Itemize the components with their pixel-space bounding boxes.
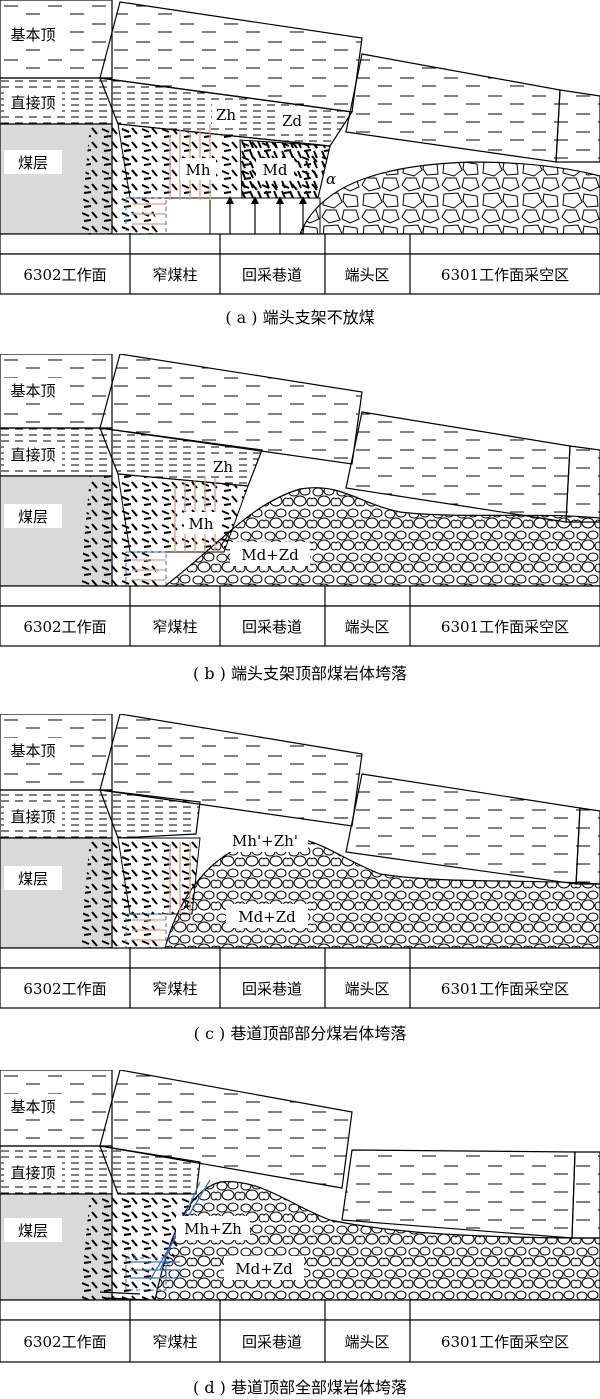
zone-narrow-pillar: 窄煤柱	[152, 980, 197, 998]
zone-end-area: 端头区	[344, 1333, 389, 1351]
zone-6302-face: 6302工作面	[23, 266, 106, 284]
main-roof-label: 基本顶	[10, 1098, 55, 1116]
immediate-roof-label: 直接顶	[10, 446, 55, 464]
annotation-zh: Zh	[213, 458, 233, 476]
zone-narrow-pillar: 窄煤柱	[152, 266, 197, 284]
annotation-mh: Mh	[188, 515, 213, 533]
zone-narrow-pillar: 窄煤柱	[152, 618, 197, 636]
caption-b: ( b ) 端头支架顶部煤岩体垮落	[193, 664, 407, 683]
zone-end-area: 端头区	[344, 980, 389, 998]
zone-6302-face: 6302工作面	[23, 980, 106, 998]
zone-roadway: 回采巷道	[242, 266, 302, 284]
immediate-roof-label: 直接顶	[10, 94, 55, 112]
immediate-roof-label: 直接顶	[10, 808, 55, 826]
annotation-alpha: α	[326, 170, 336, 188]
zone-end-area: 端头区	[344, 618, 389, 636]
zone-end-area: 端头区	[344, 266, 389, 284]
coal-seam-label: 煤层	[18, 508, 48, 526]
zone-roadway: 回采巷道	[242, 980, 302, 998]
immediate-roof-label: 直接顶	[10, 1164, 55, 1182]
main-roof-label: 基本顶	[10, 26, 55, 44]
caption-d: ( d ) 巷道顶部全部煤岩体垮落	[193, 1378, 407, 1397]
panel-c: 基本顶 直接顶 煤层 Mh'+Zh' Md+Zd 6302工作面 窄煤柱 回采巷…	[0, 714, 600, 1009]
annotation-md-zd: Md+Zd	[241, 546, 299, 564]
zone-roadway: 回采巷道	[242, 618, 302, 636]
coal-seam-label: 煤层	[18, 870, 48, 888]
zone-6301-goaf: 6301工作面采空区	[441, 618, 569, 636]
panel-d: 基本顶 直接顶 煤层 Mh+Zh Md+Zd 6302工作面 窄煤柱 回采巷道 …	[0, 1070, 600, 1363]
zone-6301-goaf: 6301工作面采空区	[441, 1333, 569, 1351]
zone-roadway: 回采巷道	[242, 1333, 302, 1351]
annotation-md-zd: Md+Zd	[235, 1260, 293, 1278]
main-roof-label: 基本顶	[10, 382, 55, 400]
annotation-mh-zh: Mh+Zh	[184, 1220, 242, 1238]
zone-6302-face: 6302工作面	[23, 1333, 106, 1351]
caption-c: ( c ) 巷道顶部部分煤岩体垮落	[193, 1024, 407, 1043]
panel-b: 基本顶 直接顶 煤层 Zh Mh Md+Zd 6302工作面 窄煤柱 回采巷道 …	[0, 354, 600, 647]
caption-a: ( a ) 端头支架不放煤	[225, 308, 375, 327]
annotation-zh: Zh	[216, 106, 236, 124]
annotation-mh-zh-prime: Mh'+Zh'	[232, 832, 298, 850]
coal-seam-label: 煤层	[18, 1222, 48, 1240]
zone-narrow-pillar: 窄煤柱	[152, 1333, 197, 1351]
zone-6301-goaf: 6301工作面采空区	[441, 980, 569, 998]
annotation-md: Md	[263, 161, 288, 179]
annotation-md-zd: Md+Zd	[238, 908, 296, 926]
zone-6302-face: 6302工作面	[23, 618, 106, 636]
main-roof-label: 基本顶	[10, 742, 55, 760]
annotation-zd: Zd	[282, 112, 302, 130]
zone-6301-goaf: 6301工作面采空区	[441, 266, 569, 284]
coal-seam-label: 煤层	[18, 154, 48, 172]
panel-a: 基本顶 直接顶 煤层 Zh Zd Mh Md α	[0, 0, 600, 295]
annotation-mh: Mh	[185, 161, 210, 179]
